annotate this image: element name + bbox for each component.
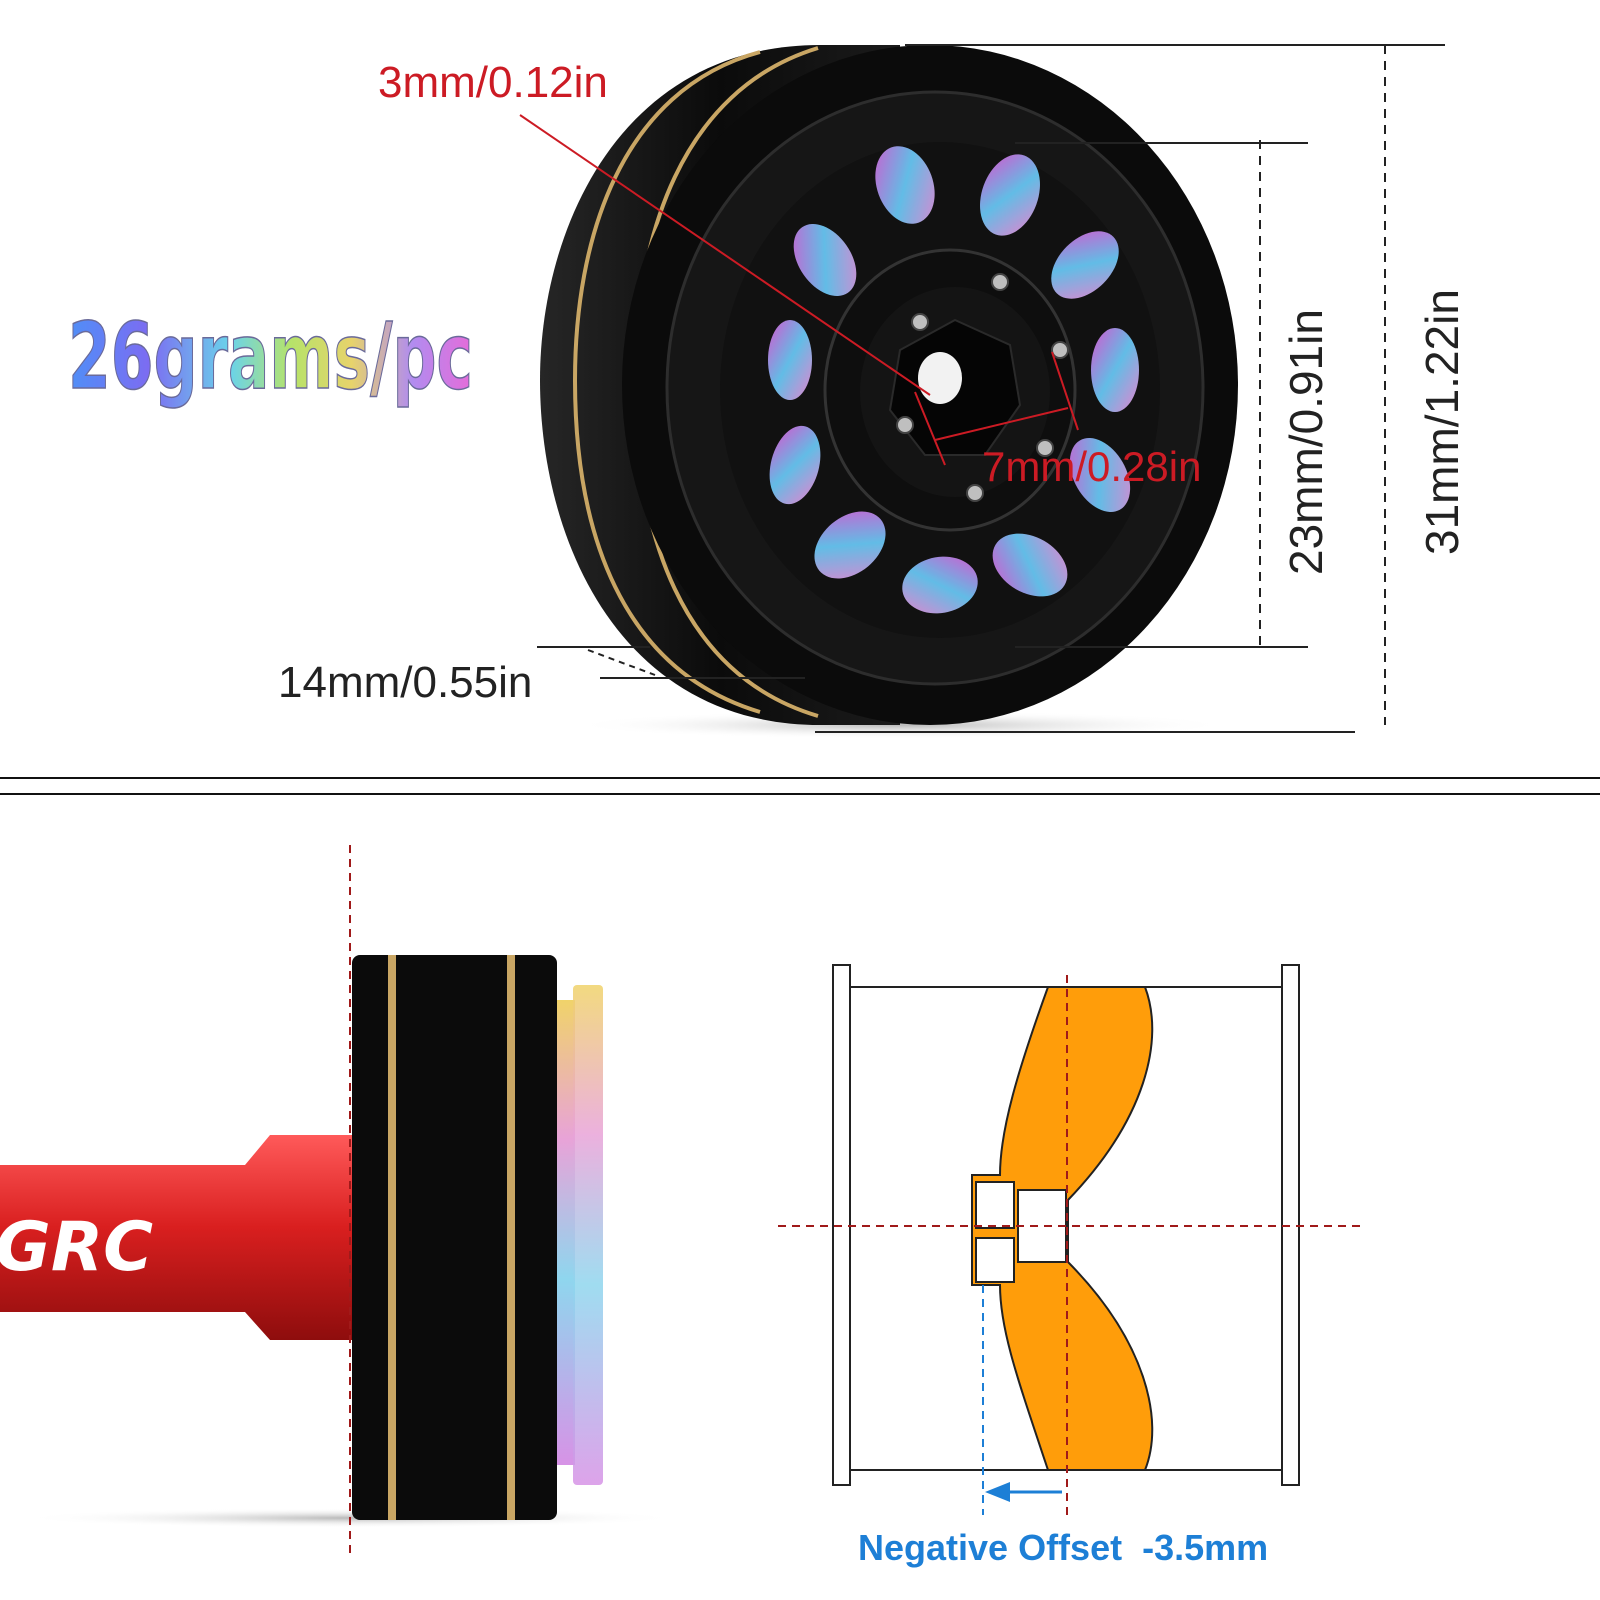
red-pointers [519,114,1079,466]
rim-edge-outer [573,985,603,1485]
lug-bolt [896,416,914,434]
wheel-width-label: 14mm/0.55in [278,658,532,707]
spoke-window [1069,437,1131,512]
axle-brand-text: GRC [0,1208,153,1287]
section-divider [0,777,1600,795]
width-dash [587,649,656,676]
wheel-side-body [352,955,557,1520]
dimension-lines [537,44,1445,733]
lug-bolt [991,273,1009,291]
inner-diameter-label: 23mm/0.91in [1280,309,1332,575]
lug-bolts [896,273,1069,502]
spoke-window [1091,328,1139,412]
hub-hex-label: 7mm/0.28in [982,443,1201,490]
hex-pointer-right [1051,351,1079,431]
hub-step-upper [975,1181,1015,1229]
offset-arrow-head [985,1482,1010,1502]
wheel-photo [540,45,1238,725]
offset-caption: Negative Offset -3.5mm [858,1527,1268,1568]
spoke-window [814,511,886,579]
spoke-window [1051,231,1119,299]
spoke-window [769,425,821,505]
top-wheel-section: 3mm/0.12in 7mm/0.28in 23mm/0.91in 31mm/1… [67,44,1468,739]
offset-diagram: Negative Offset -3.5mm [778,964,1360,1568]
brass-stripe-1 [572,50,761,714]
spoke-window [793,223,857,297]
rim-edge-inner [557,1000,575,1465]
hub-step-lower [975,1237,1015,1283]
axle-hole [918,352,962,404]
lip-pointer-line [519,114,931,396]
outer-diameter-label: 31mm/1.22in [1416,289,1468,555]
lug-bolt [1036,439,1054,457]
lug-bolt [911,313,929,331]
side-brass-stripe-1 [388,955,396,1520]
lug-bolt [1051,341,1069,359]
side-brass-stripe-2 [507,955,515,1520]
spoke-window [980,154,1040,236]
hex-pointer-span [934,407,1069,441]
red-axle [0,1135,355,1340]
side-view-section: GRC [0,845,680,1555]
hex-pointer-left [914,391,946,466]
spoke-windows [768,146,1139,614]
lip-thickness-label: 3mm/0.12in [378,58,608,107]
weight-label: 26grams/pc [68,303,473,410]
spoke-window [992,533,1068,597]
lug-bolt [966,484,984,502]
spoke-window [902,556,978,614]
spoke-window [768,320,812,400]
spoke-window [875,146,935,224]
